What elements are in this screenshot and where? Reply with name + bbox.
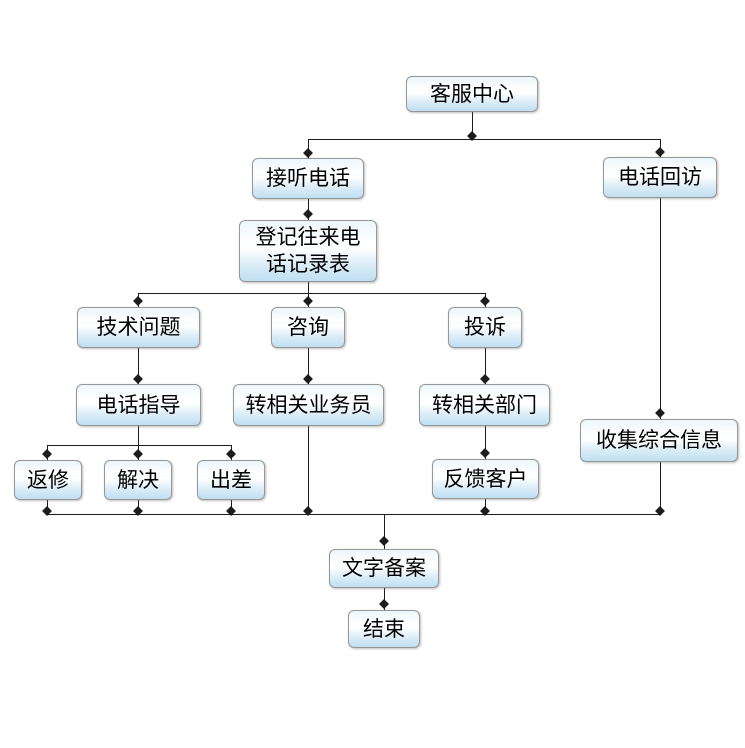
node-written-record: 文字备案 <box>329 549 439 588</box>
connector-line <box>485 426 486 459</box>
junction-diamond <box>303 209 313 219</box>
node-label: 登记往来电话记录表 <box>255 225 361 276</box>
junction-diamond <box>133 449 143 459</box>
node-collect-info: 收集综合信息 <box>580 419 738 462</box>
connector-line <box>660 198 661 419</box>
node-label: 返修 <box>27 467 69 492</box>
connector-line <box>485 348 486 384</box>
node-label: 接听电话 <box>266 166 350 191</box>
junction-diamond <box>480 374 490 384</box>
node-label: 出差 <box>210 467 252 492</box>
connector-line <box>138 348 139 384</box>
junction-diamond <box>226 449 236 459</box>
junction-diamond <box>303 296 313 306</box>
node-register-call-log: 登记往来电话记录表 <box>239 220 377 282</box>
node-label: 结束 <box>363 616 405 641</box>
node-label: 技术问题 <box>96 315 181 340</box>
junction-diamond <box>480 296 490 306</box>
node-customer-service-center: 客服中心 <box>406 76 538 112</box>
connector-line <box>47 445 232 446</box>
connector-line <box>472 112 473 140</box>
node-label: 咨询 <box>287 315 329 340</box>
connector-line <box>384 588 385 610</box>
connector-line <box>308 282 309 294</box>
node-end: 结束 <box>348 610 420 648</box>
node-return-repair: 返修 <box>14 460 82 500</box>
node-label: 收集综合信息 <box>596 428 722 453</box>
node-resolve: 解决 <box>104 460 172 500</box>
connector-line <box>138 293 486 294</box>
node-consultation: 咨询 <box>271 307 345 348</box>
node-label: 解决 <box>117 467 159 492</box>
node-label: 客服中心 <box>430 81 514 106</box>
node-complaint: 投诉 <box>448 307 522 348</box>
junction-diamond <box>655 147 665 157</box>
junction-diamond <box>303 374 313 384</box>
node-transfer-salesperson: 转相关业务员 <box>233 384 384 426</box>
node-feedback-customer: 反馈客户 <box>432 459 539 499</box>
junction-diamond <box>133 374 143 384</box>
connector-line <box>308 348 309 384</box>
node-technical-issue: 技术问题 <box>77 307 200 348</box>
node-phone-callback: 电话回访 <box>603 157 717 198</box>
node-transfer-department: 转相关部门 <box>419 384 550 426</box>
node-label: 电话回访 <box>618 165 702 190</box>
junction-diamond <box>42 449 52 459</box>
junction-diamond <box>379 599 389 609</box>
node-label: 转相关部门 <box>432 392 537 417</box>
connector-line <box>660 462 661 515</box>
node-label: 文字备案 <box>342 556 426 581</box>
connector-line <box>308 139 661 140</box>
node-label: 投诉 <box>464 315 506 340</box>
connector-line <box>138 426 139 446</box>
node-label: 电话指导 <box>96 392 181 417</box>
junction-diamond <box>655 408 665 418</box>
junction-diamond <box>303 148 313 158</box>
connector-line <box>47 514 661 515</box>
connector-line <box>308 426 309 515</box>
node-phone-guidance: 电话指导 <box>76 384 201 426</box>
junction-diamond <box>133 296 143 306</box>
node-label: 反馈客户 <box>443 466 528 491</box>
junction-diamond <box>379 536 389 546</box>
junction-diamond <box>480 448 490 458</box>
connector-line <box>384 514 385 549</box>
node-label: 转相关业务员 <box>245 392 372 417</box>
node-answer-phone: 接听电话 <box>252 158 364 199</box>
node-business-trip: 出差 <box>197 460 265 500</box>
